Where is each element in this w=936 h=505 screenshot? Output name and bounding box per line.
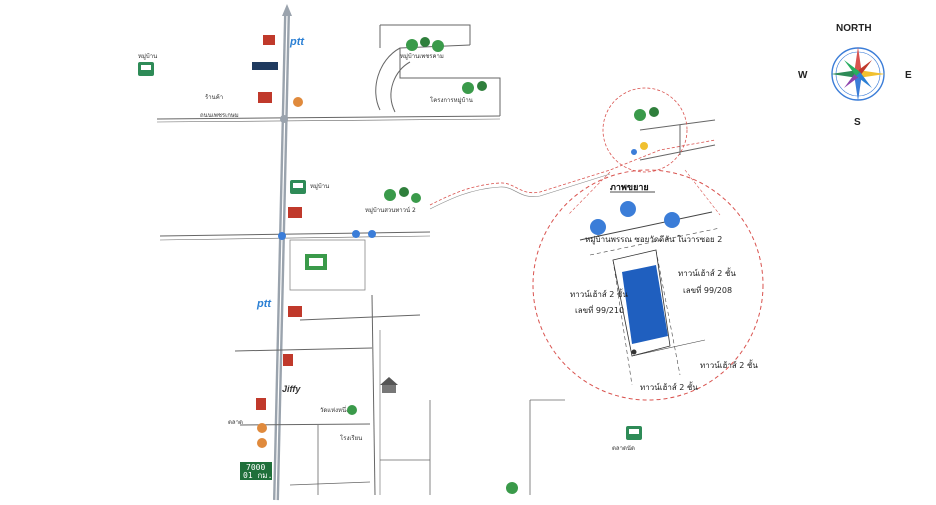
svg-text:ตลาดนัด: ตลาดนัด (612, 445, 635, 452)
tree-icon (406, 37, 444, 52)
junction-pin-icon (278, 232, 286, 240)
tree-icon (634, 107, 659, 121)
svg-text:ร้านค้า: ร้านค้า (205, 94, 223, 101)
svg-text:ทาวน์เฮ้าส์ 2 ชั้น: ทาวน์เฮ้าส์ 2 ชั้น (640, 381, 698, 392)
zoom-inset-title: ภาพขยาย (610, 183, 649, 193)
sign-icon (283, 354, 293, 366)
svg-text:ถนนเพชรเกษม: ถนนเพชรเกษม (200, 112, 239, 119)
svg-text:หมู่บ้าน: หมู่บ้าน (310, 183, 329, 190)
shop-icon (288, 306, 302, 317)
shop-icon (258, 92, 272, 103)
bus-stop-icon (138, 62, 154, 76)
compass-north: NORTH (836, 23, 872, 34)
plot-marker-icon (631, 349, 637, 355)
ptt-top-label: ptt (289, 36, 305, 48)
bus-stop-icon (290, 180, 306, 194)
tree-icon (384, 187, 421, 203)
market-icon (293, 97, 303, 107)
zoom-inset-circle (532, 169, 764, 401)
sign-icon (256, 398, 266, 410)
svg-text:เลขที่ 99/208: เลขที่ 99/208 (683, 284, 732, 295)
svg-text:7000: 7000 (246, 463, 265, 472)
svg-text:ทาวน์เฮ้าส์ 2 ชั้น: ทาวน์เฮ้าส์ 2 ชั้น (700, 359, 758, 370)
bus-stop-icon (626, 426, 642, 440)
km-marker (240, 462, 272, 480)
intersection-icon (280, 115, 288, 123)
temple-icon (380, 377, 398, 393)
location-pin-icon (640, 142, 648, 150)
svg-text:ทาวน์เฮ้าส์ 2 ชั้น: ทาวน์เฮ้าส์ 2 ชั้น (570, 288, 628, 299)
svg-text:หมู่บ้าน: หมู่บ้าน (138, 53, 157, 60)
inset-road-label: หมู่บ้านพรรณ ซอยวัดดีลัน ในวารซอย 2 (585, 235, 722, 245)
svg-text:หมู่บ้านสวนทาวน์ 2: หมู่บ้านสวนทาวน์ 2 (365, 206, 416, 214)
compass-south: S (854, 117, 861, 128)
location-pin-icon (664, 212, 680, 228)
svg-text:ตลาด: ตลาด (228, 419, 243, 426)
site-plot[interactable] (622, 265, 668, 344)
ptt-mid-label: ptt (256, 298, 272, 310)
tree-icon (347, 405, 357, 415)
mid-cross-road (159, 231, 431, 237)
svg-text:หมู่บ้านเพชรคาม: หมู่บ้านเพชรคาม (400, 53, 444, 60)
brand-sign: Jiffy (282, 384, 301, 394)
junction-pin-icon (368, 230, 376, 238)
top-cross-road (156, 115, 501, 120)
location-pin-icon (590, 219, 606, 235)
svg-text:โครงการหมู่บ้าน: โครงการหมู่บ้าน (430, 96, 473, 104)
site-highlight-circle (602, 87, 688, 173)
compass-east: E (905, 70, 912, 81)
svg-text:ทาวน์เฮ้าส์ 2 ชั้น: ทาวน์เฮ้าส์ 2 ชั้น (678, 267, 736, 278)
svg-text:วัดแห่งหนึ่ง: วัดแห่งหนึ่ง (320, 406, 349, 414)
sign-board-icon (252, 62, 278, 70)
gas-station-icon (263, 35, 275, 45)
svg-text:01 กม.: 01 กม. (243, 471, 272, 480)
svg-text:โรงเรียน: โรงเรียน (340, 434, 362, 442)
shop-icon (288, 207, 302, 218)
highway-arrow-icon (282, 4, 292, 16)
route-to-site (429, 139, 716, 206)
junction-pin-icon (352, 230, 360, 238)
tree-icon (506, 482, 518, 494)
compass-west: W (798, 70, 808, 81)
market-icon (257, 438, 267, 448)
market-icon (257, 423, 267, 433)
tree-icon (462, 81, 487, 94)
svg-text:เลขที่ 99/210: เลขที่ 99/210 (575, 304, 624, 315)
compass-rose-icon (831, 47, 885, 101)
location-pin-icon (620, 201, 636, 217)
site-plot-outline (612, 249, 671, 357)
